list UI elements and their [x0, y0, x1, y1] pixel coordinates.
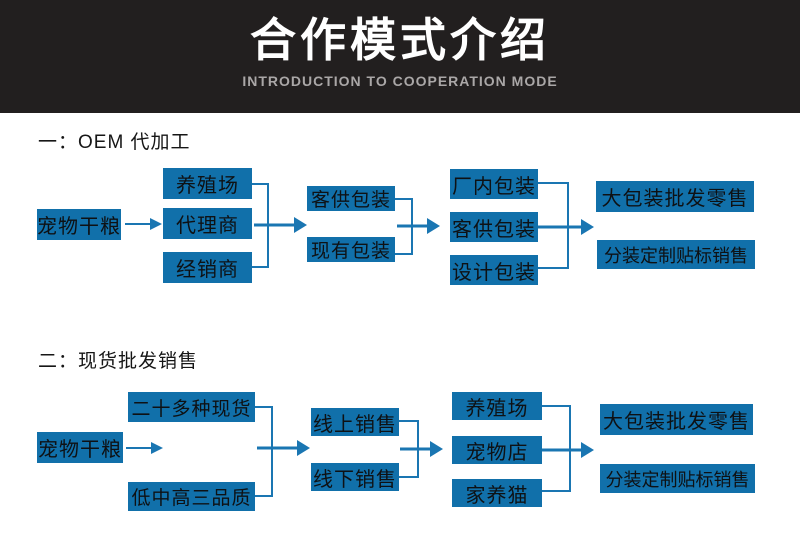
s2-stock-box: 二十多种现货 [128, 392, 255, 422]
s1-packaging-type-box: 客供包装 [450, 212, 538, 242]
s2-source-box: 宠物干粮 [37, 432, 123, 463]
s1-packaging-option-box: 现有包装 [307, 237, 395, 262]
section1-connectors [125, 182, 594, 269]
section2-label: 二：现货批发销售 [38, 351, 199, 372]
arrow-icon [581, 219, 594, 235]
s1-outcome-box: 分装定制贴标销售 [597, 240, 755, 269]
arrow-icon [151, 442, 163, 454]
s1-packaging-type-box: 设计包装 [450, 255, 538, 285]
s2-customer-box: 养殖场 [452, 392, 542, 420]
arrow-icon [581, 442, 594, 458]
s1-packaging-option-box: 客供包装 [307, 186, 395, 211]
s2-outcome-box: 分装定制贴标销售 [600, 464, 755, 493]
s1-packaging-type-box: 厂内包装 [450, 169, 538, 199]
s2-outcome-box: 大包装批发零售 [600, 404, 753, 435]
s1-channel-box: 代理商 [163, 208, 252, 239]
page-title: 合作模式介绍 [250, 14, 550, 66]
s2-sales-channel-box: 线上销售 [311, 408, 399, 436]
s1-channel-box: 经销商 [163, 252, 252, 283]
header-banner: 合作模式介绍 INTRODUCTION TO COOPERATION MODE [0, 0, 800, 113]
arrow-icon [430, 441, 443, 457]
s1-channel-box: 养殖场 [163, 168, 252, 199]
s2-sales-channel-box: 线下销售 [311, 463, 399, 491]
arrow-icon [427, 218, 440, 234]
arrow-icon [150, 218, 162, 230]
section2-connectors [126, 405, 594, 497]
arrow-icon [294, 217, 307, 233]
section1-label: 一：OEM 代加工 [38, 132, 191, 153]
arrow-icon [297, 440, 310, 456]
s2-customer-box: 宠物店 [452, 436, 542, 464]
s1-source-box: 宠物干粮 [37, 209, 121, 240]
s2-customer-box: 家养猫 [452, 479, 542, 507]
page-subtitle: INTRODUCTION TO COOPERATION MODE [242, 72, 558, 89]
s2-stock-box: 低中高三品质 [128, 482, 255, 511]
s1-outcome-box: 大包装批发零售 [596, 181, 754, 212]
